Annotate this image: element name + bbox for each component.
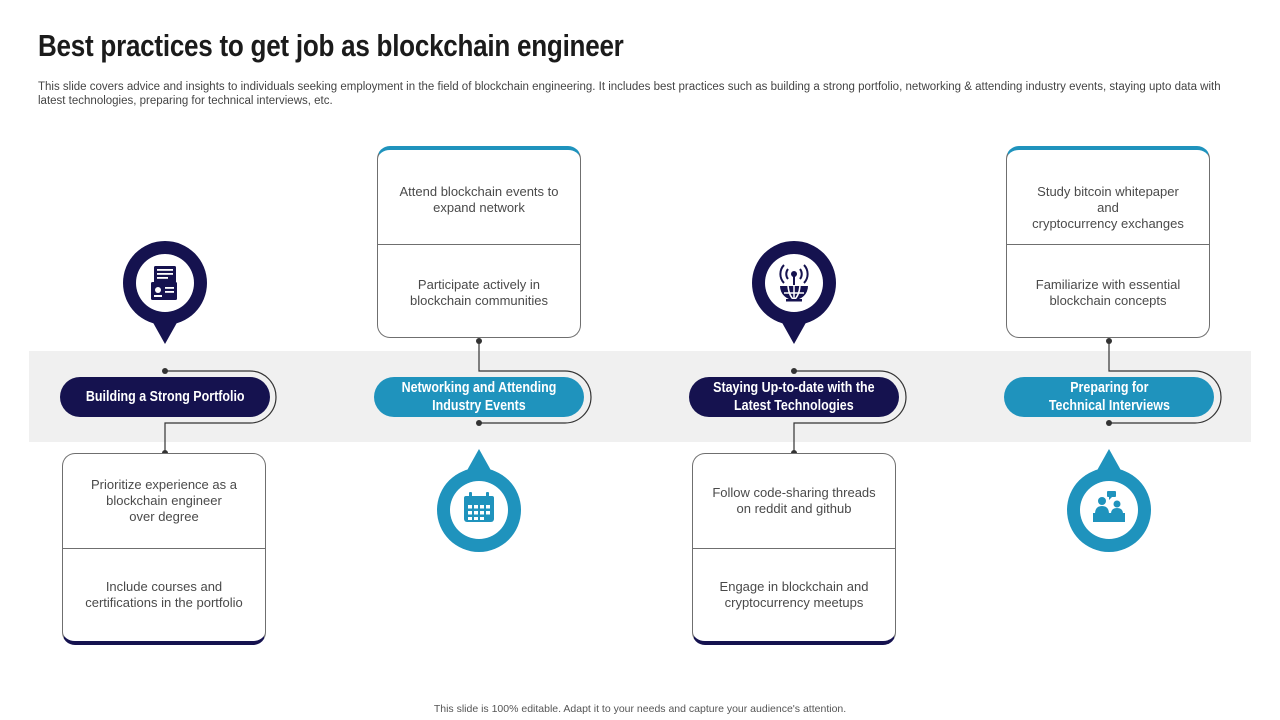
step-2-item-2: Participate actively in blockchain commu… bbox=[378, 243, 580, 338]
step-4-pill: Preparing for Technical Interviews bbox=[1004, 377, 1214, 417]
step-2-label: Networking and Attending Industry Events bbox=[401, 380, 557, 414]
step-3-item-2: Engage in blockchain and cryptocurrency … bbox=[693, 547, 895, 642]
step-2-item-1: Attend blockchain events to expand netwo… bbox=[399, 184, 559, 215]
step-4-card: Study bitcoin whitepaper and cryptocurre… bbox=[1006, 146, 1210, 338]
step-1-marker bbox=[123, 241, 207, 344]
interview-icon bbox=[1093, 491, 1125, 522]
step-1-label: Building a Strong Portfolio bbox=[85, 389, 245, 405]
footer-note: This slide is 100% editable. Adapt it to… bbox=[433, 703, 847, 715]
step-1-item-1: Prioritize experience as a blockchain en… bbox=[91, 476, 237, 524]
step-2-pill: Networking and Attending Industry Events bbox=[374, 377, 584, 417]
step-4-marker bbox=[1067, 449, 1151, 552]
page-title: Best practices to get job as blockchain … bbox=[38, 28, 624, 63]
portfolio-icon bbox=[151, 266, 177, 300]
page-subtitle: This slide covers advice and insights to… bbox=[38, 81, 1221, 107]
step-2-card: Attend blockchain events to expand netwo… bbox=[377, 146, 581, 338]
step-4-label: Preparing for Technical Interviews bbox=[1048, 380, 1170, 414]
step-3-label: Staying Up-to-date with the Latest Techn… bbox=[713, 380, 875, 414]
step-1-item-2: Include courses and certifications in th… bbox=[63, 547, 265, 642]
step-3-card: Follow code-sharing threads on reddit an… bbox=[692, 453, 896, 645]
step-1-pill: Building a Strong Portfolio bbox=[60, 377, 270, 417]
step-2-marker bbox=[437, 449, 521, 552]
step-3-pill: Staying Up-to-date with the Latest Techn… bbox=[689, 377, 899, 417]
step-4-item-1: Study bitcoin whitepaper and cryptocurre… bbox=[1032, 184, 1184, 231]
globe-network-icon bbox=[779, 264, 809, 302]
step-1-card: Prioritize experience as a blockchain en… bbox=[62, 453, 266, 645]
step-3-item-1: Follow code-sharing threads on reddit an… bbox=[712, 484, 876, 516]
step-4-item-2: Familiarize with essential blockchain co… bbox=[1007, 243, 1209, 338]
calendar-icon bbox=[464, 492, 494, 522]
step-3-marker bbox=[752, 241, 836, 344]
